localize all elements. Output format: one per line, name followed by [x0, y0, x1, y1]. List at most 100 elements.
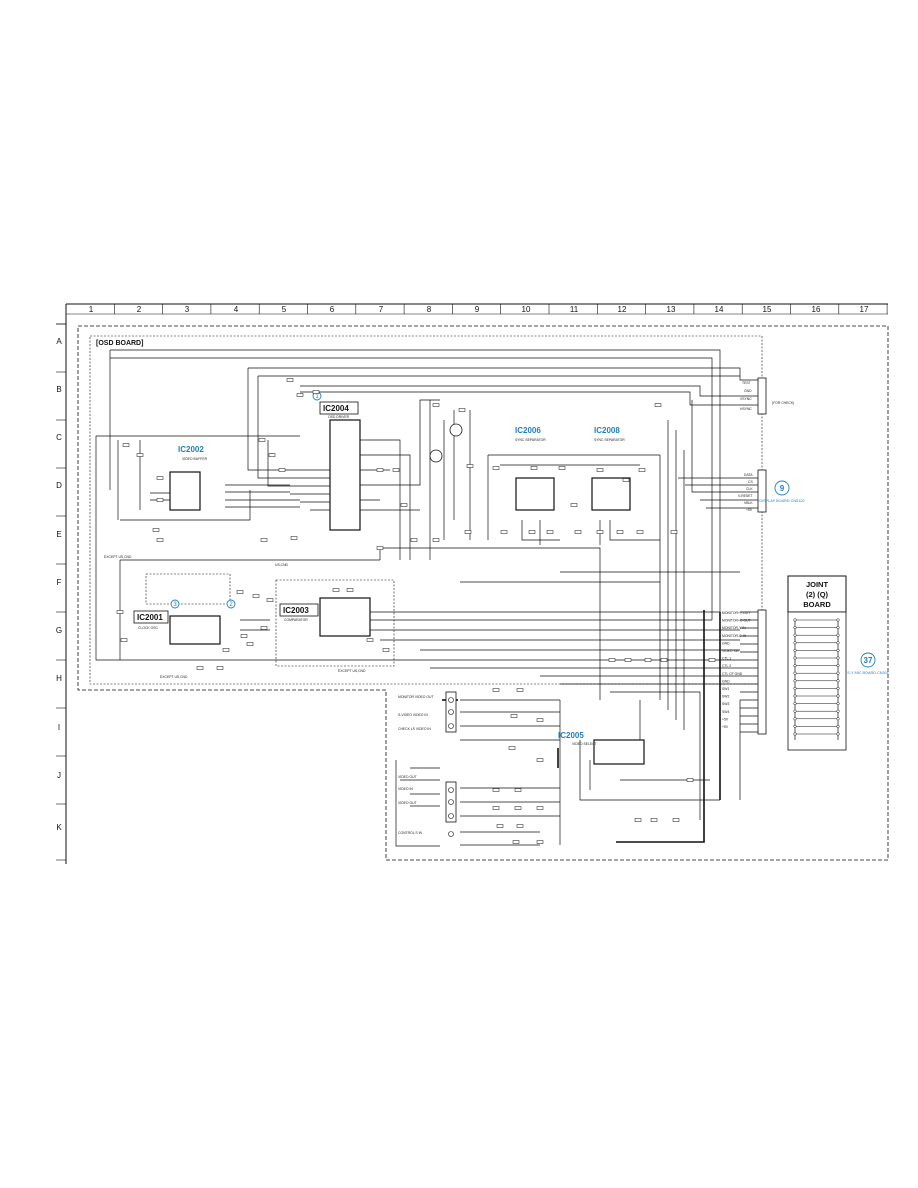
ic2006-label: IC2006	[515, 426, 541, 435]
connector-joint-pin: CTL 2	[722, 664, 731, 668]
ic2003-label: IC2003	[283, 606, 309, 615]
col-label: 4	[234, 305, 239, 314]
connector-display-pin: VBLK	[744, 501, 753, 505]
marker-2	[226, 599, 236, 609]
ic2004-sub: OSD DRIVER	[328, 415, 350, 419]
connector-joint-pin: MONITOR-Y-IN	[722, 626, 746, 630]
col-label: 14	[715, 305, 724, 314]
ic2002-label: IC2002	[178, 445, 204, 454]
ic2004-label-box	[319, 401, 359, 415]
jack-label: S-VIDEO VIDEO IN	[398, 713, 428, 717]
connector-display: DATA CS CLK V-RESET VBLK +5V 9 DISPLAY B…	[738, 469, 805, 513]
column-labels: 1 2 3 4 5 6 7 8 9 10 11 12 13 14 15 16 1…	[89, 305, 869, 314]
connector-joint-pin: SW3	[722, 702, 729, 706]
connector-joint-pin: SW4	[722, 710, 729, 714]
ic2004-block: IC2004 OSD DRIVER	[319, 401, 361, 531]
col-label: 8	[427, 305, 432, 314]
ic2003-block: IC2003 COMPARATOR	[275, 579, 395, 667]
jack-label: MONITOR VIDEO OUT	[398, 695, 434, 699]
wiring	[95, 349, 760, 847]
ic2001-label-box	[133, 610, 169, 624]
jack-label: VIDEO IN	[398, 787, 413, 791]
ref-37-num: 37	[864, 656, 873, 665]
ic2006-chip	[515, 477, 555, 511]
connector-joint-pin: GND	[722, 641, 730, 645]
connector-joint-pin: CTL CF GND	[722, 672, 743, 676]
row-label: C	[56, 433, 62, 442]
col-label: 1	[89, 305, 94, 314]
note: EXCEPT US,CND	[104, 555, 132, 559]
passive-components	[116, 378, 716, 844]
connector-display-pin: V-RESET	[738, 494, 753, 498]
connector-joint-pin: SW1	[722, 687, 729, 691]
ic2001-chip	[169, 615, 221, 645]
connector-joint-pin: VIDEO SW	[722, 649, 740, 653]
test-point-markers: 1 2 3	[170, 391, 322, 609]
col-label: 17	[860, 305, 869, 314]
col-label: 6	[330, 305, 335, 314]
row-label: B	[56, 385, 61, 394]
joint-line3: BOARD	[803, 600, 831, 609]
joint-board: JOINT (2) (Q) BOARD 37 S-Y MIC BOARD CN3…	[787, 575, 889, 751]
ref-37-circle	[860, 652, 876, 668]
ref-9-text: DISPLAY BOARD CN5102	[759, 499, 804, 503]
row-label: E	[56, 530, 61, 539]
row-labels: A B C D E F G H I J K	[56, 337, 62, 832]
transistors	[429, 423, 463, 463]
ref-9-num: 9	[780, 484, 785, 493]
connector-joint-pin: MONITOR+C-OUT	[722, 619, 751, 623]
row-label: H	[56, 674, 62, 683]
connector-display-pin: +5V	[746, 508, 753, 512]
col-label: 5	[282, 305, 287, 314]
connector-joint: MONITOR+Y-OUT MONITOR+C-OUT MONITOR-Y-IN MO…	[722, 609, 767, 735]
ic2002-block: IC2002 VIDEO BUFFER	[169, 445, 208, 511]
row-label: I	[58, 723, 60, 732]
note: EXCEPT US,CND	[160, 675, 188, 679]
marker-2-label: 2	[229, 602, 233, 608]
row-label: K	[56, 823, 62, 832]
ic2005-sub: VIDEO SELECT	[572, 742, 597, 746]
marker-3-label: 3	[173, 602, 177, 608]
ic2008-label: IC2008	[594, 426, 620, 435]
ic2008-block: IC2008 SYNC SEPARATOR	[591, 426, 631, 511]
col-label: 16	[812, 305, 821, 314]
jack-label: VIDEO OUT	[398, 775, 417, 779]
ref-37-text: S-Y MIC BOARD CN301	[847, 671, 889, 675]
connector-joint-pin: GND	[722, 679, 730, 683]
ic2003-chip	[319, 597, 371, 637]
col-label: 11	[570, 305, 579, 314]
ic2008-chip	[591, 477, 631, 511]
col-label: 9	[475, 305, 480, 314]
ic2003-label-box	[279, 603, 319, 617]
col-label: 3	[185, 305, 190, 314]
marker-3	[170, 599, 180, 609]
note: US,CND	[275, 563, 289, 567]
col-label: 7	[379, 305, 384, 314]
col-label: 10	[522, 305, 531, 314]
row-label: D	[56, 481, 62, 490]
connector-joint-pin: +5V	[722, 717, 729, 721]
col-label: 12	[618, 305, 627, 314]
ic2005-chip	[593, 739, 645, 765]
connector-joint-pin: MONITOR-C-IN	[722, 634, 747, 638]
connector-joint-pin: SW2	[722, 695, 729, 699]
connector-test-note: (FOR CHECK)	[772, 401, 794, 405]
connector-test-pin: TEST	[742, 381, 751, 385]
ic2002-sub: VIDEO BUFFER	[182, 457, 208, 461]
connector-joint-pin: MONITOR+Y-OUT	[722, 611, 750, 615]
col-label: 2	[137, 305, 142, 314]
jack-label: CONTROL S IN	[398, 831, 423, 835]
grid-frame	[56, 303, 888, 864]
connector-test-pin: VSYNC	[740, 397, 752, 401]
col-label: 13	[667, 305, 676, 314]
ic2004-label: IC2004	[323, 404, 349, 413]
row-label: A	[56, 337, 62, 346]
ic2008-sub: SYNC SEPARATOR	[594, 438, 625, 442]
ic2005-label: IC2005	[558, 731, 584, 740]
connector-display-pin: DATA	[744, 473, 753, 477]
ic2001-sub: CLOCK OSC	[138, 626, 159, 630]
row-label: F	[57, 578, 62, 587]
row-label: J	[57, 771, 61, 780]
osd-board-outline	[77, 325, 889, 861]
joint-line2: (2) (Q)	[806, 590, 829, 599]
